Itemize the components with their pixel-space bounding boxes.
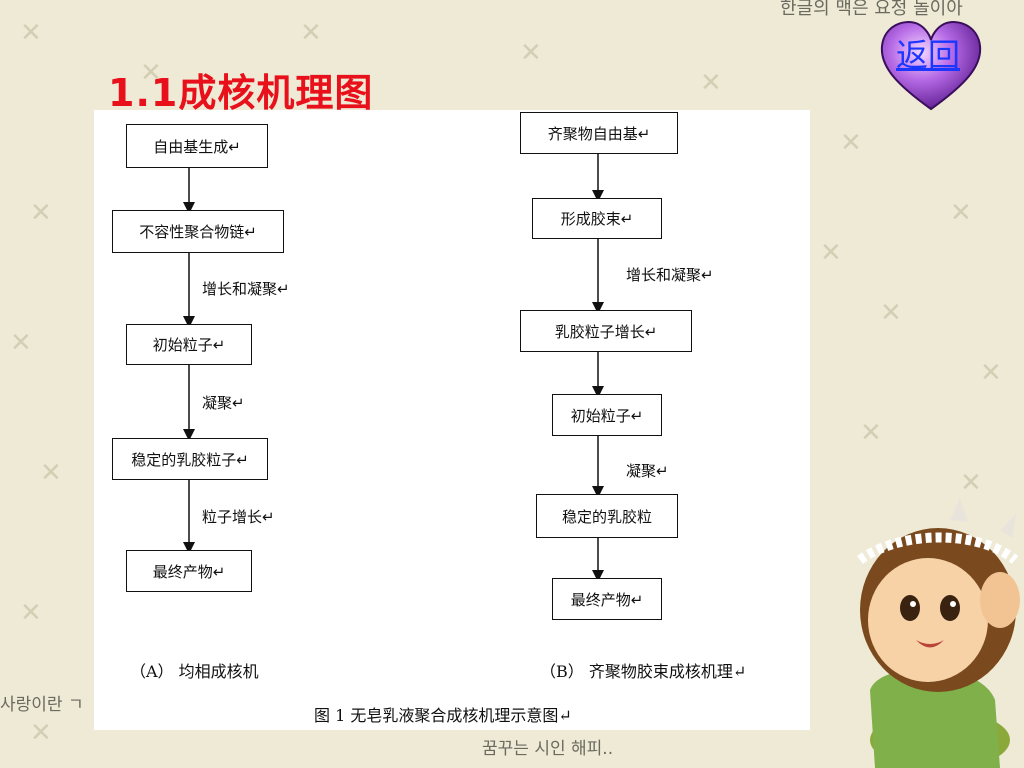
heart-icon[interactable]: [876, 14, 986, 114]
page-title: 1.1成核机理图: [108, 71, 374, 115]
caption-right: （B） 齐聚物胶束成核机理↵: [540, 662, 747, 681]
node-right-6: 最终产物↵: [552, 578, 662, 620]
node-right-2: 形成胶束↵: [532, 198, 662, 239]
decor-text-top: 한글의 맥은 요정 놀이아: [780, 0, 963, 19]
node-left-2: 不容性聚合物链↵: [112, 210, 284, 253]
edge-left-2: 增长和凝聚↵: [202, 280, 290, 298]
decor-text-bottom: 꿈꾸는 시인 해피..: [482, 739, 614, 759]
node-right-5: 稳定的乳胶粒: [536, 494, 678, 538]
node-right-1: 齐聚物自由基↵: [520, 112, 678, 154]
edge-right-2: 增长和凝聚↵: [626, 266, 714, 284]
decor-text-left: 사랑이란 ㄱ: [0, 695, 84, 715]
fairy-girl-illustration: [857, 498, 1020, 768]
node-left-1: 自由基生成↵: [126, 124, 268, 168]
edge-left-4: 粒子增长↵: [202, 508, 275, 526]
node-right-3: 乳胶粒子增长↵: [520, 310, 692, 352]
node-left-4: 稳定的乳胶粒子↵: [112, 438, 268, 480]
edge-left-3: 凝聚↵: [202, 394, 245, 412]
nucleation-diagram: 自由基生成↵ 不容性聚合物链↵ 增长和凝聚↵ 初始粒子↵ 凝聚↵ 稳定的乳胶粒子…: [94, 110, 810, 730]
node-right-4: 初始粒子↵: [552, 394, 662, 436]
diagram-arrows: [183, 154, 604, 582]
back-link[interactable]: 返回: [895, 36, 960, 74]
node-left-5: 最终产物↵: [126, 550, 252, 592]
caption-left: （A） 均相成核机: [130, 662, 259, 681]
edge-right-4: 凝聚↵: [626, 462, 669, 480]
figure-caption: 图 1 无皂乳液聚合成核机理示意图↵: [314, 706, 572, 725]
node-left-3: 初始粒子↵: [126, 324, 252, 365]
